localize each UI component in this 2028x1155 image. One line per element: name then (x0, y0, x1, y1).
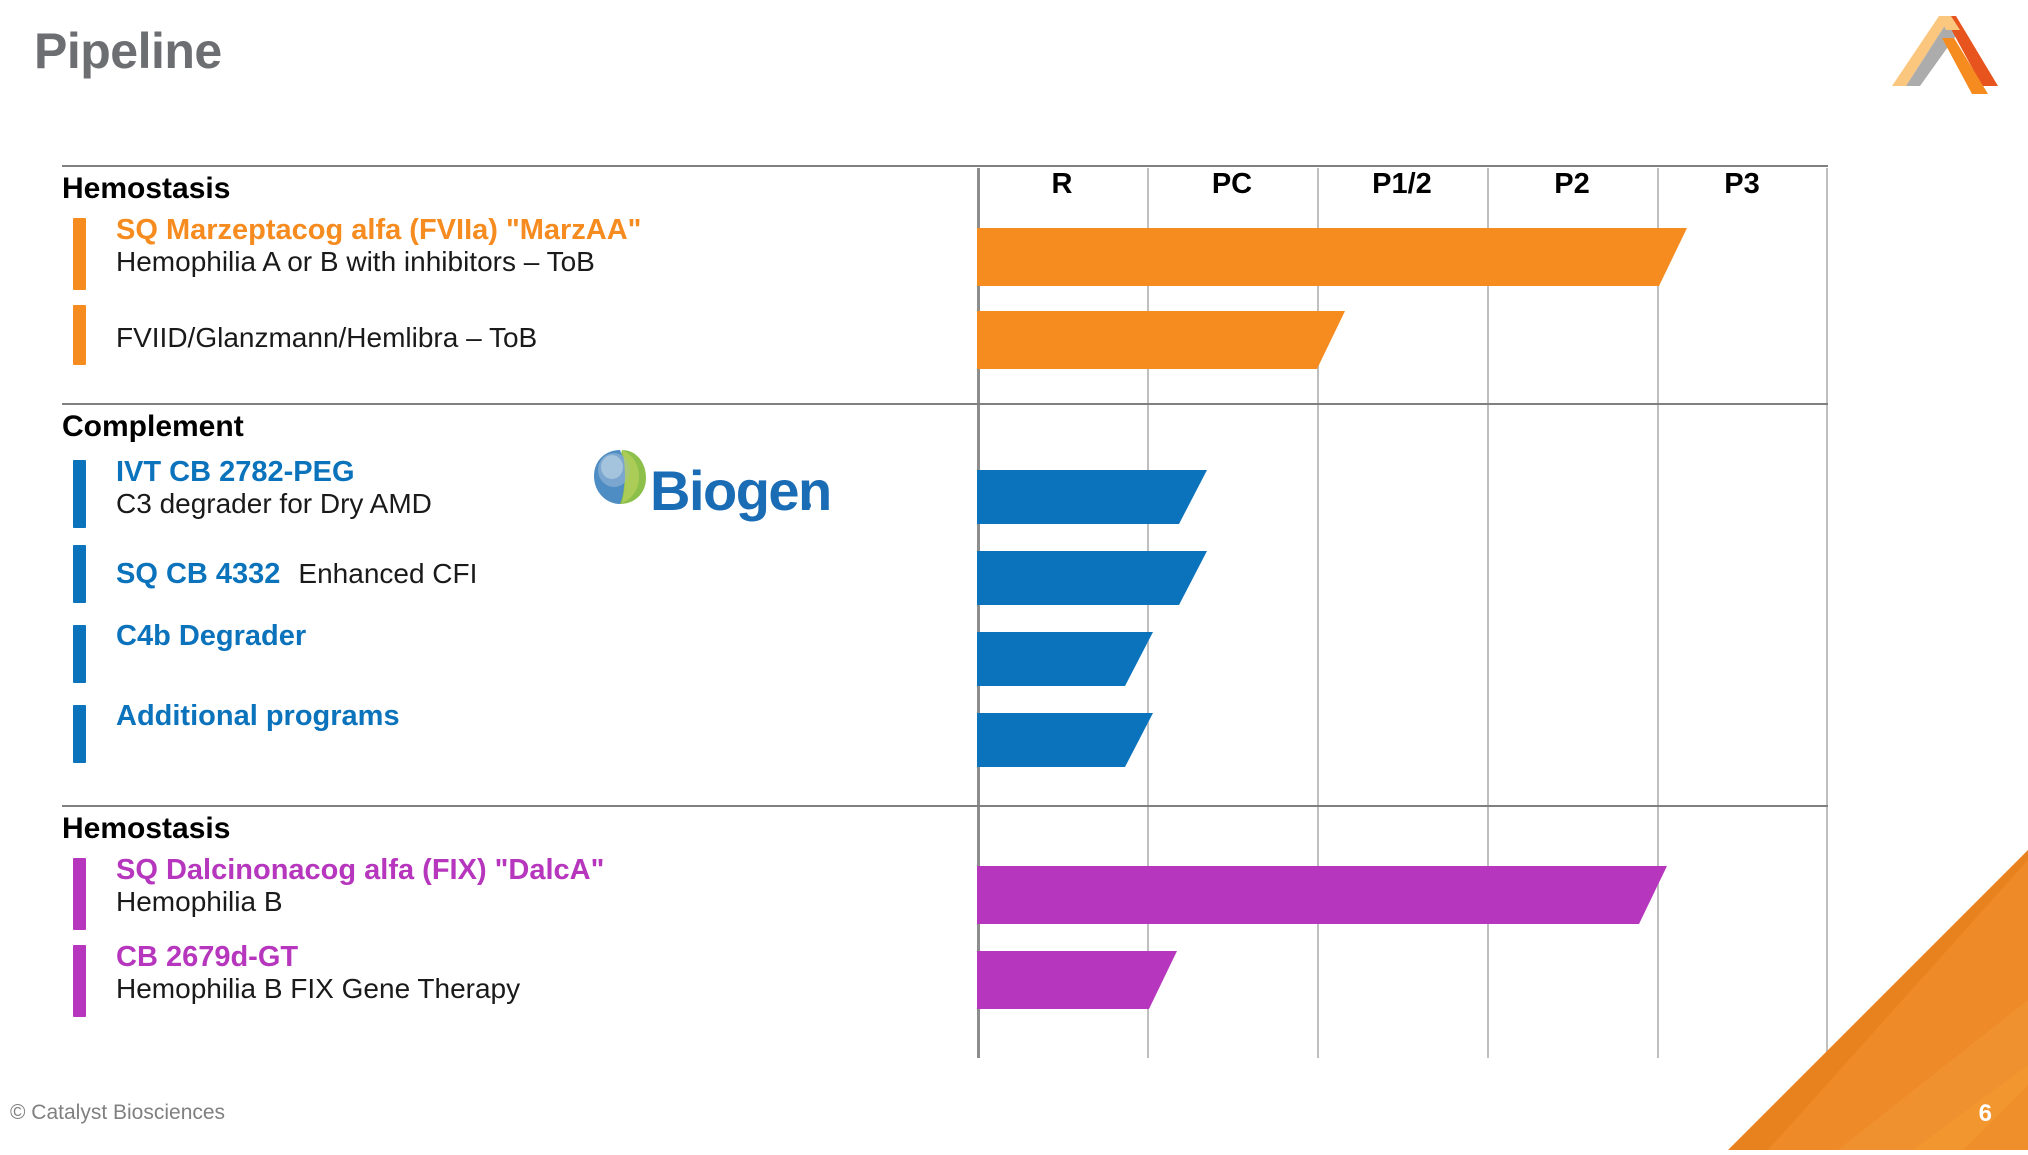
program-dalca: SQ Dalcinonacog alfa (FIX) "DalcA" Hemop… (116, 854, 604, 919)
program-subtitle: C3 degrader for Dry AMD (116, 488, 432, 520)
phase-header-row: R PC P1/2 P2 P3 (977, 168, 1828, 218)
gridline-1 (1147, 168, 1149, 1058)
bar-fviid (977, 311, 1347, 369)
program-cb2782: IVT CB 2782-PEG C3 degrader for Dry AMD (116, 456, 432, 521)
program-cb2679d: CB 2679d-GT Hemophilia B FIX Gene Therap… (116, 941, 520, 1006)
catalyst-logo-icon (1884, 8, 2006, 100)
program-accent-bar (73, 305, 86, 365)
phase-label-r: R (1051, 168, 1073, 200)
program-name: Additional programs (116, 700, 400, 732)
section-heading-hemostasis-top: Hemostasis (62, 172, 231, 205)
phase-label-p12: P1/2 (1372, 168, 1432, 200)
program-accent-bar (73, 625, 86, 683)
section-divider-top (62, 165, 1828, 167)
program-accent-bar (73, 858, 86, 930)
biogen-period-icon (804, 502, 811, 509)
program-accent-bar (73, 218, 86, 290)
program-subtitle: Hemophilia B (116, 886, 283, 918)
bar-cb4332 (977, 551, 1209, 605)
program-accent-bar (73, 705, 86, 763)
program-name: SQ Dalcinonacog alfa (FIX) "DalcA" (116, 854, 605, 886)
pipeline-chart-grid (977, 168, 1828, 1058)
program-subtitle: FVIID/Glanzmann/Hemlibra – ToB (116, 322, 538, 353)
bar-cb2782 (977, 470, 1209, 524)
program-additional: Additional programs (116, 700, 400, 732)
bar-dalca (977, 866, 1669, 924)
section-divider-bottom (62, 805, 1828, 807)
program-name: SQ Marzeptacog alfa (FVIIa) "MarzAA" (116, 214, 642, 246)
program-accent-bar (73, 460, 86, 528)
bar-cb2679d (977, 951, 1179, 1009)
gridline-3 (1487, 168, 1489, 1058)
program-subtitle: Hemophilia A or B with inhibitors – ToB (116, 246, 595, 278)
program-cb4332: SQ CB 4332 Enhanced CFI (116, 558, 477, 590)
biogen-wordmark: Biogen (650, 459, 832, 522)
program-name: C4b Degrader (116, 620, 307, 652)
program-accent-bar (73, 545, 86, 603)
copyright-footer: © Catalyst Biosciences (10, 1101, 226, 1124)
biogen-partner-logo: Biogen (592, 448, 832, 526)
program-name: IVT CB 2782-PEG (116, 456, 355, 488)
corner-decoration (1728, 850, 2028, 1150)
section-heading-hemostasis-bottom: Hemostasis (62, 812, 231, 845)
program-marzaa: SQ Marzeptacog alfa (FVIIa) "MarzAA" Hem… (116, 214, 641, 279)
program-subtitle: Hemophilia B FIX Gene Therapy (116, 973, 521, 1005)
gridline-2 (1317, 168, 1319, 1058)
program-name: SQ CB 4332 (116, 558, 281, 590)
page-title: Pipeline (34, 23, 222, 79)
phase-label-p2: P2 (1554, 168, 1590, 200)
biogen-mark-icon (594, 450, 646, 504)
program-accent-bar (73, 945, 86, 1017)
program-fviid: FVIID/Glanzmann/Hemlibra – ToB (116, 322, 537, 354)
chart-axis-line (977, 168, 980, 1058)
section-heading-complement: Complement (62, 410, 244, 443)
section-divider-mid (62, 403, 1828, 405)
phase-label-pc: PC (1211, 168, 1253, 200)
gridline-5 (1826, 168, 1828, 1058)
phase-label-p3: P3 (1724, 168, 1760, 200)
program-name: CB 2679d-GT (116, 941, 299, 973)
bar-additional (977, 713, 1155, 767)
page-number: 6 (1978, 1100, 1992, 1127)
program-inline-note: Enhanced CFI (298, 558, 478, 589)
program-c4b: C4b Degrader (116, 620, 306, 652)
bar-marzaa (977, 228, 1689, 286)
gridline-4 (1657, 168, 1659, 1058)
bar-c4b (977, 632, 1155, 686)
